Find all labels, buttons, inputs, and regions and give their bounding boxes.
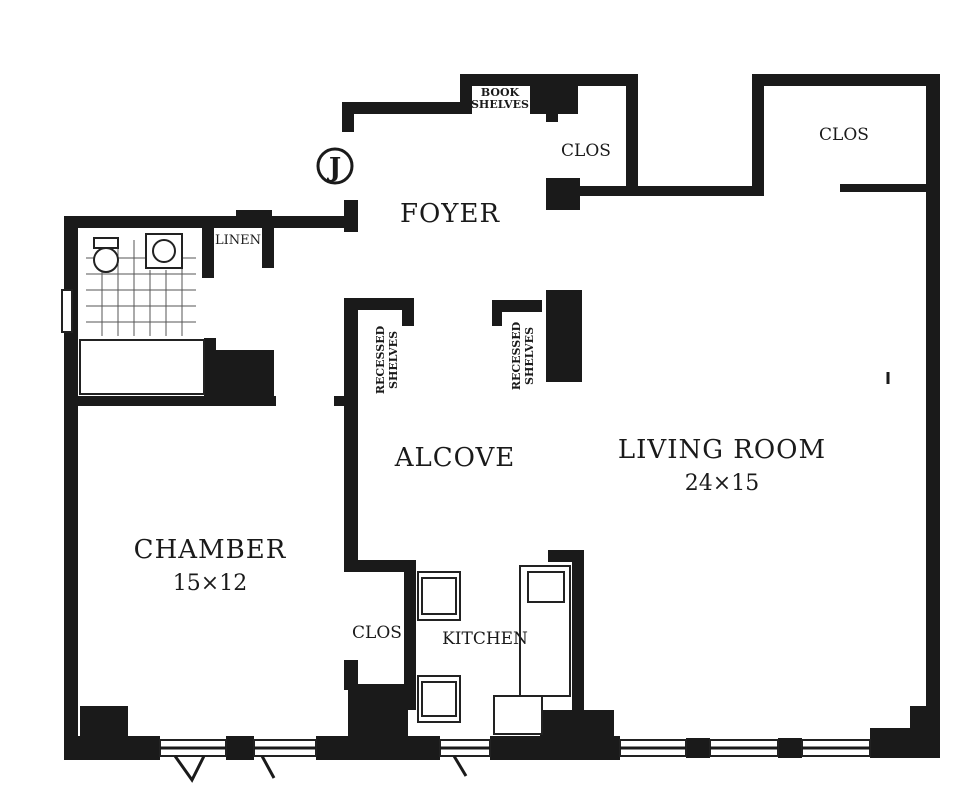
entry-marker-letter: J bbox=[327, 153, 341, 183]
kitchen-label: KITCHEN bbox=[442, 629, 528, 649]
bathtub-icon bbox=[79, 339, 205, 395]
foyer-label: FOYER bbox=[400, 199, 500, 229]
chamber-size: 15×12 bbox=[173, 571, 247, 596]
entry-marker: J bbox=[316, 147, 354, 185]
chamber-label: CHAMBER bbox=[134, 535, 287, 565]
sink-kitchen-icon bbox=[493, 695, 543, 735]
foyer-closet-label: CLOS bbox=[561, 141, 611, 161]
walls bbox=[64, 74, 940, 760]
entry-marker-circle-icon bbox=[316, 147, 354, 185]
recessed-shelves-2-label-bottom: SHELVES bbox=[523, 327, 536, 385]
living-room-size: 24×15 bbox=[685, 471, 759, 496]
recessed-shelves-1-label-top: RECESSED bbox=[374, 325, 387, 394]
book-shelves-label-bottom: SHELVES bbox=[471, 98, 529, 111]
linen-closet-label: LINEN bbox=[215, 233, 261, 248]
labels: FOYER ALCOVE LIVING ROOM 24×15 CHAMBER 1… bbox=[134, 86, 869, 649]
recessed-shelves-2-label-top: RECESSED bbox=[510, 321, 523, 390]
kitchen-fixtures bbox=[417, 565, 571, 735]
bathroom bbox=[79, 233, 205, 395]
toilet-icon bbox=[93, 247, 119, 273]
living-closet-label: CLOS bbox=[819, 125, 869, 145]
recessed-shelves-1-label-bottom: SHELVES bbox=[387, 331, 400, 389]
windows bbox=[61, 289, 871, 783]
living-room-label: LIVING ROOM bbox=[618, 435, 826, 465]
book-shelves-label-top: BOOK bbox=[481, 86, 520, 99]
alcove-label: ALCOVE bbox=[394, 443, 516, 473]
chamber-closet-label: CLOS bbox=[352, 623, 402, 643]
